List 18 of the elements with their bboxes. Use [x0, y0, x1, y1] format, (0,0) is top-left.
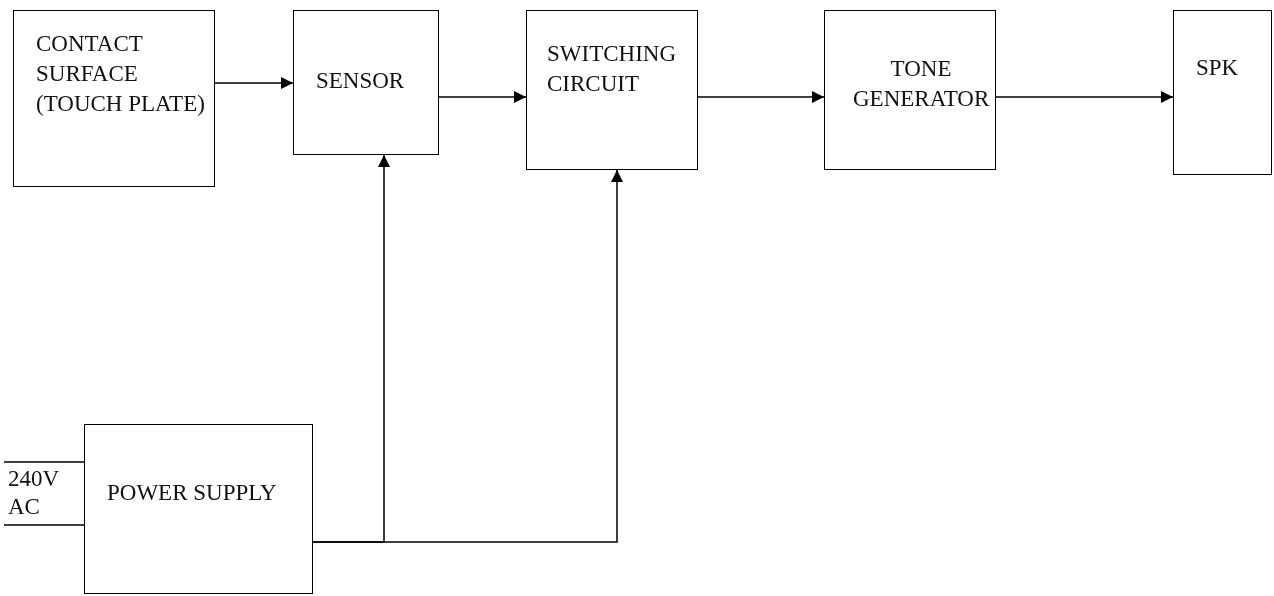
block-box [526, 10, 698, 170]
block-box [293, 10, 439, 155]
block-label: SENSOR [316, 67, 406, 95]
arrow [697, 91, 825, 103]
block-label: CONTACT SURFACE (TOUCH PLATE) [36, 30, 206, 118]
block-box [824, 10, 996, 170]
arrow [995, 91, 1174, 103]
voltage-label: 240V AC [8, 465, 60, 521]
block-box [1173, 10, 1272, 175]
block-label: SWITCHING CIRCUIT [547, 40, 678, 98]
arrow [312, 169, 623, 543]
block-label: POWER SUPPLY [107, 479, 278, 507]
arrow [214, 77, 294, 89]
block-label: SPK [1196, 54, 1240, 82]
arrow [438, 91, 527, 103]
block-box [13, 10, 215, 187]
block-box [84, 424, 313, 594]
block-label: TONE GENERATOR [853, 55, 989, 113]
